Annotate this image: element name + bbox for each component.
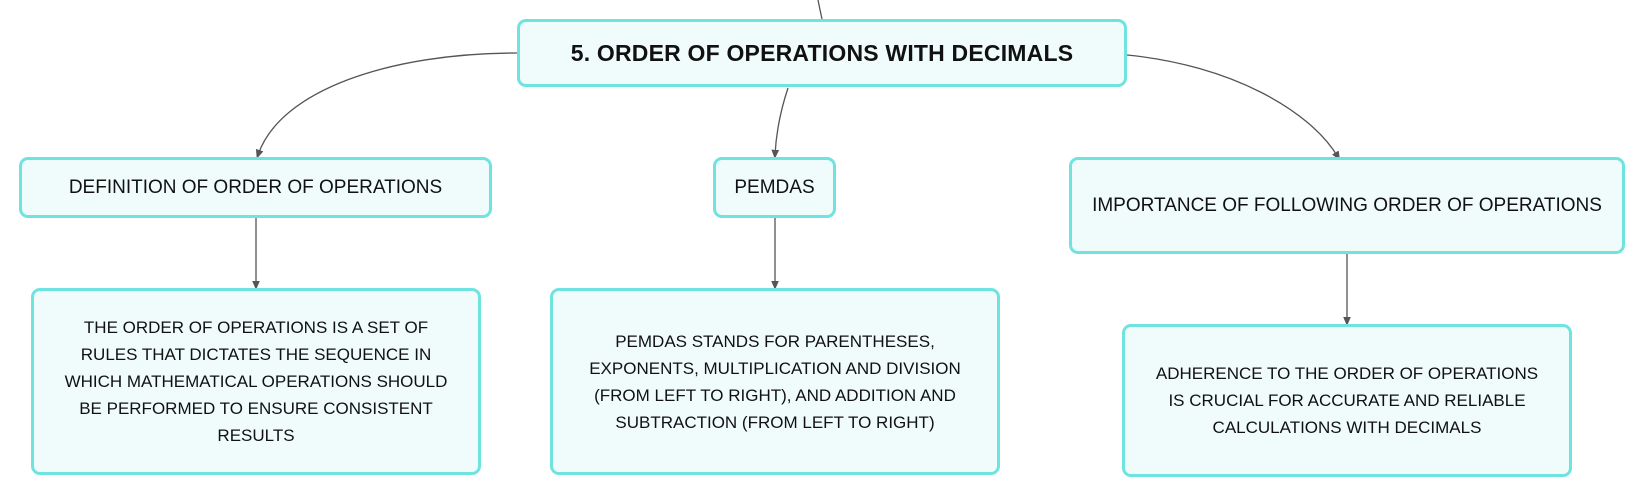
detail-node-pemdas[interactable]: PEMDAS STANDS FOR PARENTHESES, EXPONENTS…	[550, 288, 1000, 475]
topic-node-pemdas[interactable]: PEMDAS	[713, 157, 836, 218]
connector-root-to-importance	[1126, 54, 1340, 161]
root-node-label: 5. ORDER OF OPERATIONS WITH DECIMALS	[570, 39, 1074, 66]
detail-node-definition[interactable]: THE ORDER OF OPERATIONS IS A SET OF RULE…	[31, 288, 481, 475]
topic-node-definition[interactable]: DEFINITION OF ORDER OF OPERATIONS	[19, 157, 492, 218]
connector-root-to-pemdas	[771, 87, 789, 159]
detail-node-text: THE ORDER OF OPERATIONS IS A SET OF RULE…	[64, 318, 448, 445]
root-node[interactable]: 5. ORDER OF OPERATIONS WITH DECIMALS	[517, 19, 1127, 87]
topic-node-label: DEFINITION OF ORDER OF OPERATIONS	[68, 176, 443, 198]
detail-node-text: PEMDAS STANDS FOR PARENTHESES, EXPONENTS…	[589, 331, 961, 432]
topic-node-label: IMPORTANCE OF FOLLOWING ORDER OF OPERATI…	[1092, 194, 1602, 216]
topic-node-label: PEMDAS	[734, 176, 815, 198]
connector-root-to-definition	[255, 52, 518, 159]
topic-node-importance[interactable]: IMPORTANCE OF FOLLOWING ORDER OF OPERATI…	[1069, 157, 1625, 254]
connector-parent-to-root	[817, 0, 823, 20]
detail-node-importance[interactable]: ADHERENCE TO THE ORDER OF OPERATIONS IS …	[1122, 324, 1572, 477]
detail-node-text: ADHERENCE TO THE ORDER OF OPERATIONS IS …	[1155, 364, 1539, 437]
